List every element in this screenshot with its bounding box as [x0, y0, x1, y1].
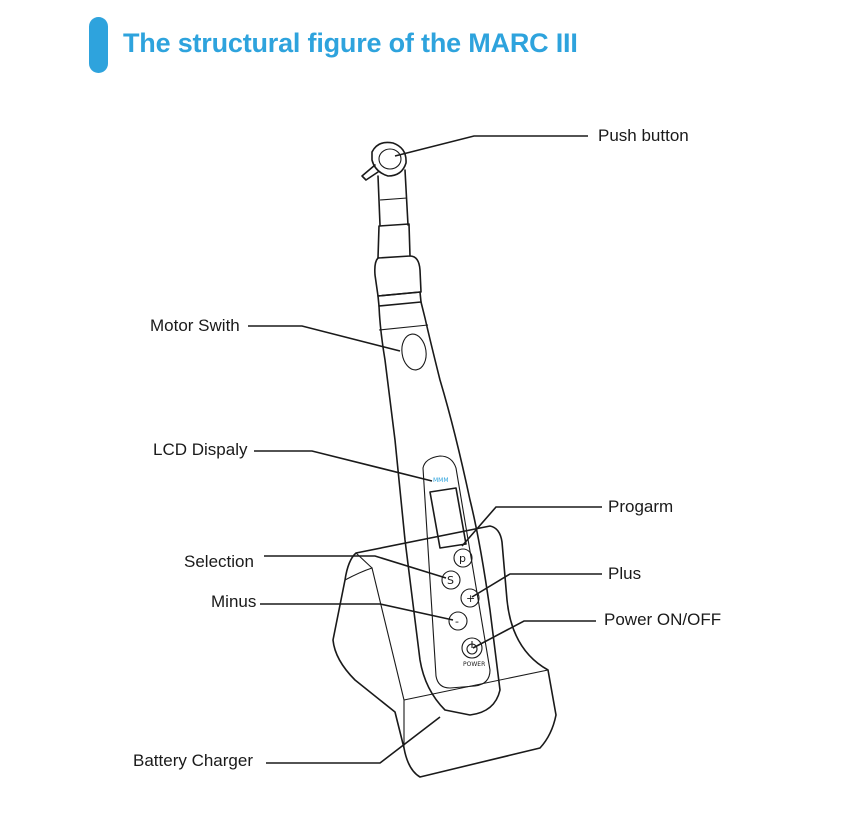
minus-button[interactable]: -: [448, 611, 468, 631]
leader-lines: [248, 135, 602, 764]
page-title: The structural figure of the MARC III: [123, 28, 578, 58]
svg-text:-: -: [455, 615, 459, 628]
power-button[interactable]: POWER: [461, 637, 485, 668]
label-motor-switch: Motor Swith: [150, 316, 240, 335]
handpiece: MMM: [361, 141, 501, 716]
svg-text:POWER: POWER: [463, 661, 485, 668]
label-minus: Minus: [211, 592, 257, 611]
label-selection: Selection: [184, 552, 254, 571]
label-push-button: Push button: [598, 126, 689, 145]
program-button[interactable]: p: [453, 548, 473, 568]
svg-text:p: p: [459, 552, 466, 565]
selection-button[interactable]: S: [441, 570, 461, 590]
plus-button[interactable]: +: [460, 588, 480, 608]
label-lcd-display: LCD Dispaly: [153, 440, 248, 459]
label-power: Power ON/OFF: [604, 610, 722, 629]
label-plus: Plus: [608, 564, 642, 583]
label-battery-charger: Battery Charger: [133, 751, 253, 770]
label-program: Progarm: [608, 497, 674, 516]
battery-charger: [332, 525, 557, 778]
svg-text:MMM: MMM: [433, 477, 449, 484]
svg-text:+: +: [466, 592, 475, 605]
title-accent-bar: [89, 17, 108, 73]
svg-text:S: S: [447, 574, 454, 587]
